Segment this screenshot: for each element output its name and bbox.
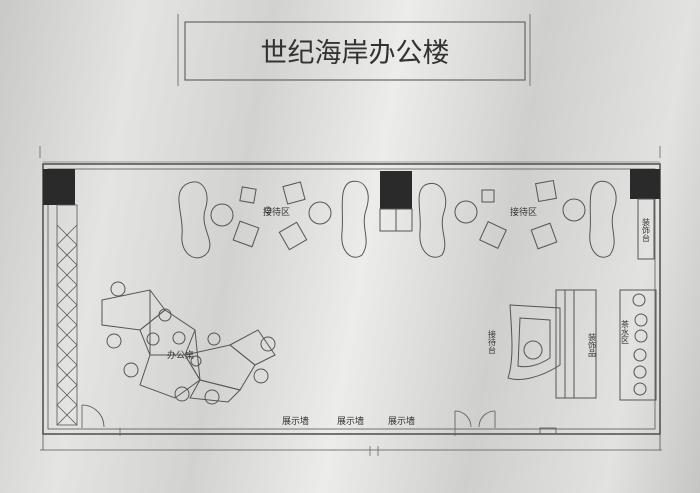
reception-desk [507, 304, 561, 380]
side-cabinet [637, 198, 655, 260]
tea-area [619, 289, 657, 401]
reception-right-furniture [418, 179, 617, 258]
plan-title: 世纪海岸办公楼 [261, 38, 450, 69]
structural-columns [43, 169, 660, 232]
display-wall-1: 展示墙 [282, 415, 309, 427]
left-wall-strip [56, 204, 78, 426]
decoration-label: 装饰品 [588, 332, 597, 358]
decoration-display [555, 289, 597, 399]
column-middle [380, 171, 412, 209]
wall-ticks [39, 146, 661, 456]
title-frame [177, 14, 531, 86]
office-workstations [101, 281, 276, 405]
tea-area-label: 茶水区 [621, 319, 630, 344]
column-left [43, 169, 75, 205]
reception-right-label: 接待区 [510, 206, 537, 218]
reception-left-furniture [178, 180, 369, 259]
display-wall-3: 展示墙 [388, 415, 415, 427]
entrance-doors [81, 404, 557, 435]
display-wall-2: 展示墙 [337, 415, 364, 427]
outer-walls [40, 161, 662, 451]
column-right [630, 169, 660, 199]
office-desk-label: 办公桌 [167, 349, 194, 361]
reception-desk-label: 接待台 [488, 329, 497, 355]
side-cabinet-label: 装饰台 [642, 217, 651, 243]
reception-left-label: 接待区 [263, 206, 290, 218]
